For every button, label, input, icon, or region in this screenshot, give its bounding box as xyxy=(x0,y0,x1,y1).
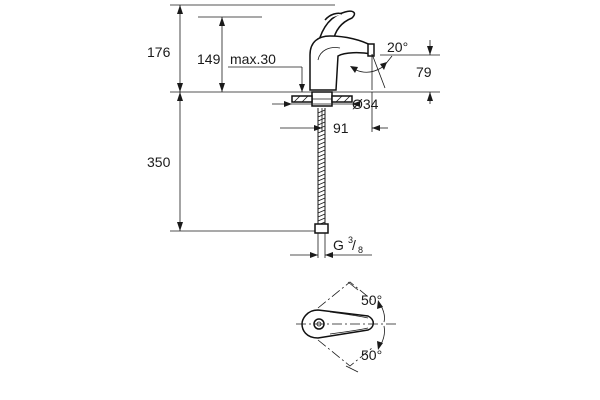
dim-91-label: 91 xyxy=(333,120,349,136)
top-view-lever-lower xyxy=(329,327,369,335)
hose-braid-stroke xyxy=(317,165,326,170)
hose-braid-stroke xyxy=(317,161,326,166)
dim-g38-denominator: 8 xyxy=(358,245,363,255)
dim-max30-label: max.30 xyxy=(230,51,276,67)
body-detail xyxy=(317,47,341,61)
arrow-g38-right xyxy=(325,252,333,258)
rotation-path-upper xyxy=(317,281,373,309)
arrow-34-right xyxy=(352,101,360,107)
arrow-rot-upper xyxy=(377,300,383,309)
dim-149-label: 149 xyxy=(197,51,221,67)
hose-braid-stroke xyxy=(317,145,326,150)
dim-g38-numerator: 3 xyxy=(348,235,353,245)
dim-50-lower-label: 50° xyxy=(361,347,382,363)
arrow-g38-left xyxy=(310,252,318,258)
hose-braid-stroke xyxy=(317,169,326,174)
hose-fitting xyxy=(314,223,329,234)
hose-braid-stroke xyxy=(317,149,326,154)
deck-hatch-1 xyxy=(293,95,301,103)
hose-braid-stroke xyxy=(317,133,326,138)
lever-pivot xyxy=(324,12,343,21)
arrow-79-top xyxy=(427,46,433,55)
hose-braid-stroke xyxy=(317,217,326,222)
leader-20 xyxy=(383,55,393,67)
hose-braid xyxy=(317,109,326,226)
arrow-176-top xyxy=(177,5,183,14)
dim-79-label: 79 xyxy=(416,64,432,80)
dim-34-label: Ø34 xyxy=(352,96,379,112)
hose-braid-stroke xyxy=(317,197,326,202)
dim-g38-slash: / xyxy=(352,237,356,253)
arrow-350-bottom xyxy=(177,222,183,231)
hose-braid-stroke xyxy=(317,129,326,134)
mounting-assembly xyxy=(291,91,353,107)
rotation-path-lower xyxy=(317,339,373,367)
hose-braid-stroke xyxy=(317,157,326,162)
hose-braid-stroke xyxy=(317,125,326,130)
hose-braid-stroke xyxy=(317,173,326,178)
dim-g38-letter: G xyxy=(333,237,344,253)
hose-braid-stroke xyxy=(317,177,326,182)
deck-hatch-2 xyxy=(301,95,309,103)
arrow-rot-lower xyxy=(377,341,383,350)
dim-50-upper-label: 50° xyxy=(361,292,382,308)
hose-braid-stroke xyxy=(317,193,326,198)
hose-braid-stroke xyxy=(317,185,326,190)
hose-braid-stroke xyxy=(317,205,326,210)
hose-braid-stroke xyxy=(317,141,326,146)
faucet-top-view xyxy=(296,281,396,373)
hose-braid-stroke xyxy=(317,201,326,206)
angle-arc-20 xyxy=(355,65,385,73)
deck-hatch-4 xyxy=(343,95,351,103)
hose-braid-stroke xyxy=(317,121,326,126)
arrow-20-left xyxy=(350,66,358,73)
top-view-lever xyxy=(329,311,369,319)
arrow-149-bottom xyxy=(219,83,225,92)
arrow-34-left xyxy=(284,101,292,107)
faucet-body xyxy=(309,35,373,91)
arrow-91-right xyxy=(372,125,380,131)
hose-braid-stroke xyxy=(317,153,326,158)
arrow-79-bottom xyxy=(427,92,433,101)
dim-176-label: 176 xyxy=(147,44,171,60)
arrow-149-top xyxy=(219,17,225,26)
arrow-max30 xyxy=(299,84,305,92)
hose-braid-stroke xyxy=(317,137,326,142)
hose-braid-stroke xyxy=(317,113,326,118)
hose-braid-stroke xyxy=(317,117,326,122)
spout-outlet xyxy=(367,43,375,57)
supply-hose xyxy=(314,108,329,258)
deck-hatch-3 xyxy=(335,95,343,103)
arrow-350-top xyxy=(177,92,183,101)
arrow-176-bottom xyxy=(177,83,183,92)
hose-braid-stroke xyxy=(317,189,326,194)
hose-braid-stroke xyxy=(317,209,326,214)
faucet-side-view xyxy=(309,10,375,91)
leader-50-upper xyxy=(347,281,359,291)
hose-braid-stroke xyxy=(317,213,326,218)
hose-braid-stroke xyxy=(317,109,326,114)
dim-350-label: 350 xyxy=(147,154,171,170)
hose-braid-stroke xyxy=(317,181,326,186)
angle-ray-inclined xyxy=(371,53,386,89)
dim-20-label: 20° xyxy=(387,39,408,55)
leader-50-lower xyxy=(345,365,359,373)
